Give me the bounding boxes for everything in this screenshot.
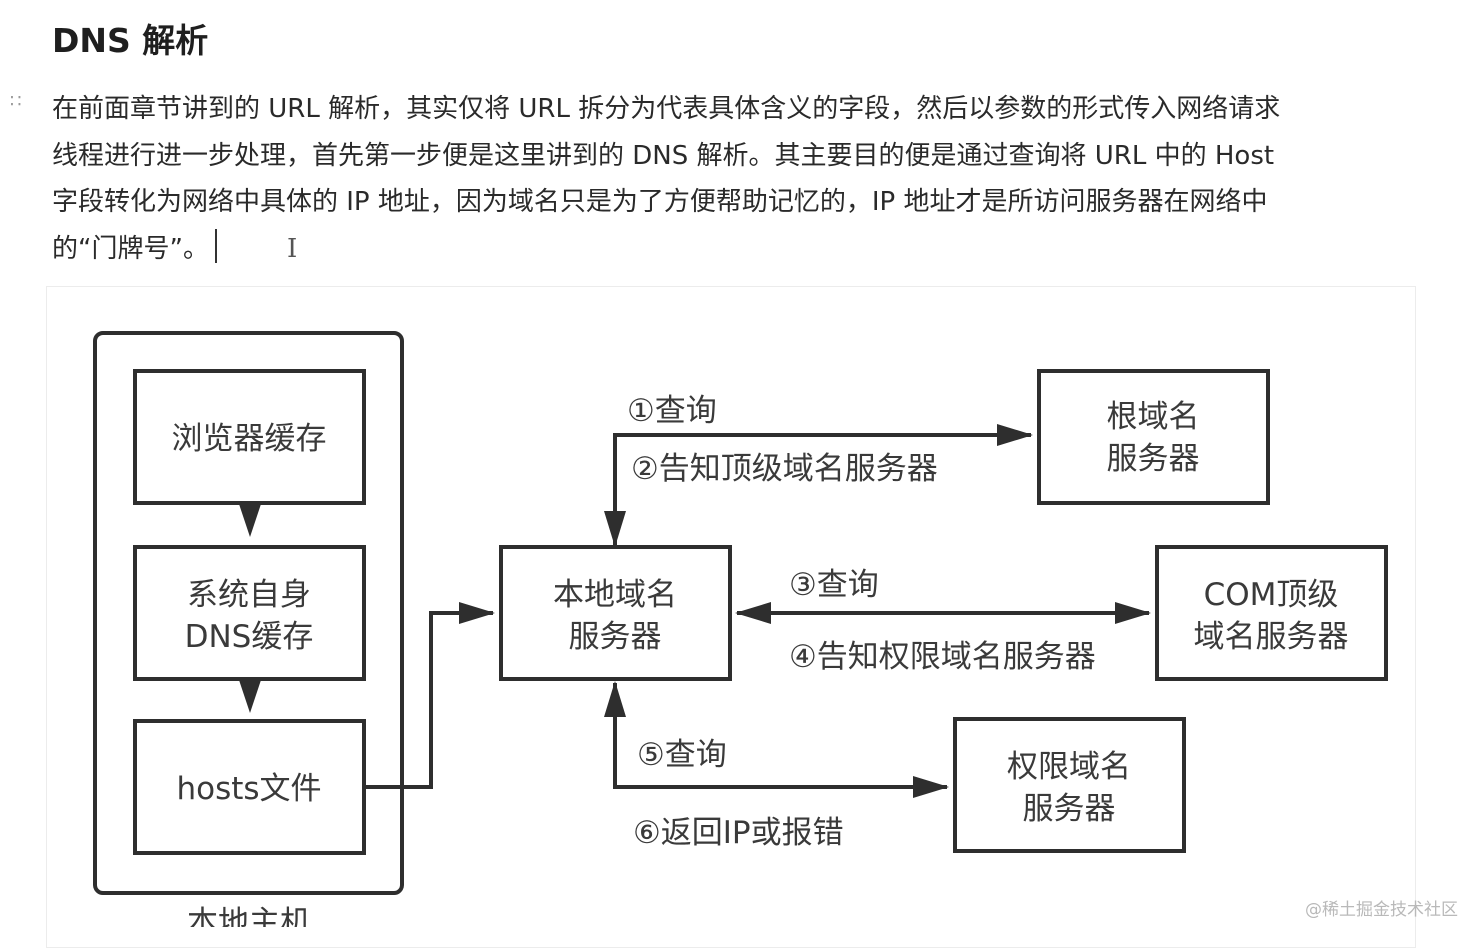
- system-dns-cache-box: [133, 545, 366, 681]
- dns-diagram-figure: 浏览器缓存 系统自身 DNS缓存 hosts文件 本地主机 本地域名 服务器 根…: [46, 286, 1416, 948]
- local-root-arrow: [604, 424, 1033, 547]
- step6-label: ⑥返回IP或报错: [633, 815, 844, 851]
- drag-handle-icon[interactable]: ∷: [10, 91, 23, 112]
- step4-label: ④告知权限域名服务器: [789, 639, 1096, 675]
- step3-label: ③查询: [789, 567, 879, 603]
- browser-cache-box: [133, 369, 366, 505]
- local-dns-server-box: [499, 545, 732, 681]
- step5-label: ⑤查询: [637, 737, 727, 773]
- system-dns-cache-label-1: 系统自身: [187, 577, 311, 613]
- paragraph-line: 在前面章节讲到的 URL 解析，其实仅将 URL 拆分为代表具体含义的字段，然后…: [52, 94, 1281, 124]
- paragraph-line-text: 的“门牌号”。: [52, 233, 209, 264]
- paragraph-line: 线程进行进一步处理，首先第一步便是这里讲到的 DNS 解析。其主要目的便是通过查…: [52, 140, 1275, 171]
- local-host-container: [93, 331, 404, 895]
- authority-server-label-2: 服务器: [1023, 791, 1116, 827]
- com-server-label-1: COM顶级: [1204, 577, 1339, 613]
- root-server-box: [1037, 369, 1270, 505]
- authority-server-box: [953, 717, 1186, 853]
- hosts-file-box: [133, 719, 366, 855]
- watermark: @稀土掘金技术社区: [1305, 900, 1458, 920]
- local-dns-server-label-1: 本地域名: [553, 577, 677, 613]
- text-caret: [214, 228, 217, 263]
- step1-label: ①查询: [627, 393, 717, 429]
- com-server-box: [1155, 545, 1388, 681]
- authority-server-label-1: 权限域名: [1007, 749, 1131, 785]
- com-server-label-2: 域名服务器: [1194, 619, 1349, 655]
- paragraph-line: 字段转化为网络中具体的 IP 地址，因为域名只是为了方便帮助记忆的，IP 地址才…: [52, 187, 1268, 217]
- local-authority-arrow: [604, 681, 949, 798]
- arrow-down-icon: [239, 504, 261, 537]
- system-dns-cache-label-2: DNS缓存: [185, 619, 314, 655]
- root-server-label-1: 根域名: [1107, 399, 1200, 435]
- hosts-to-local-dns-arrow: [365, 602, 495, 789]
- ibeam-cursor-icon: I: [286, 233, 298, 264]
- step2-label: ②告知顶级域名服务器: [631, 451, 938, 487]
- intro-paragraph[interactable]: 在前面章节讲到的 URL 解析，其实仅将 URL 拆分为代表具体含义的字段，然后…: [52, 86, 1412, 272]
- dns-diagram: 浏览器缓存 系统自身 DNS缓存 hosts文件 本地主机 本地域名 服务器 根…: [93, 331, 1388, 927]
- hosts-file-label: hosts文件: [176, 771, 321, 807]
- browser-cache-label: 浏览器缓存: [172, 421, 327, 457]
- paragraph-line-last: 的“门牌号”。 I: [52, 226, 1412, 273]
- root-server-label-2: 服务器: [1107, 441, 1200, 477]
- local-dns-server-label-2: 服务器: [569, 619, 662, 655]
- local-host-caption: 本地主机: [187, 905, 311, 927]
- section-heading: DNS 解析: [52, 21, 209, 60]
- arrow-down-icon: [239, 680, 261, 713]
